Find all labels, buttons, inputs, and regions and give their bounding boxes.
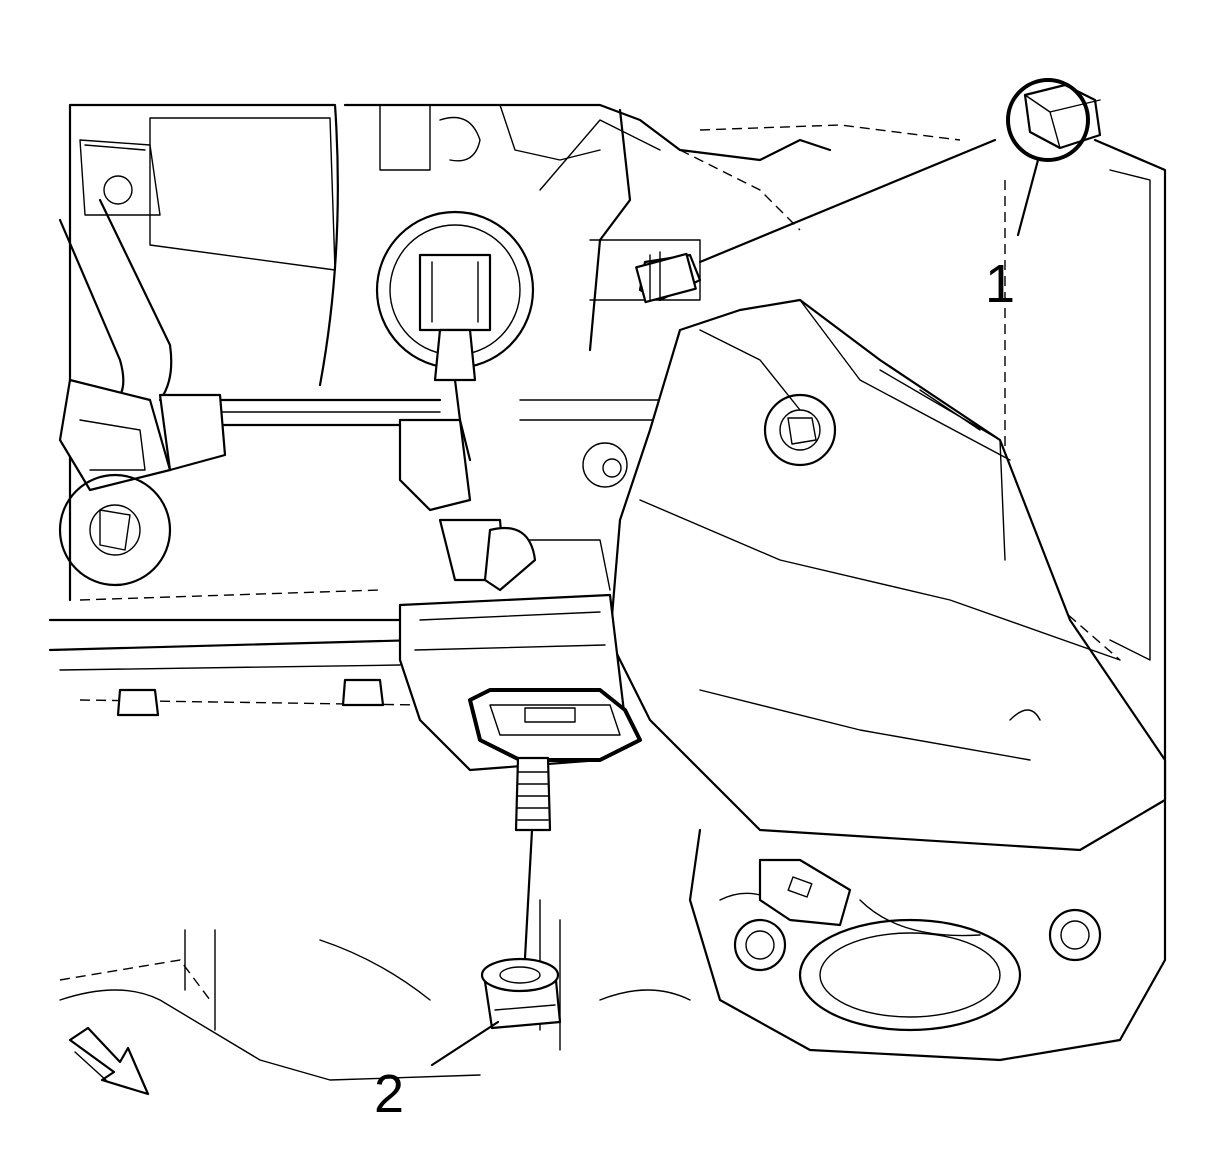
exhaust-heat-shield: [608, 298, 1167, 852]
exhaust-flange: [688, 828, 1167, 1062]
fastener-2-nut: [480, 957, 562, 1030]
engine-block-outline: [48, 103, 1167, 902]
callout-label-1: 1: [985, 254, 1015, 314]
lower-housing-outline: [59, 678, 691, 1081]
leader-lines: [430, 138, 1040, 1067]
knock-sensor: [468, 688, 642, 832]
fastener-1-bolt: [635, 78, 1102, 304]
callout-label-2: 2: [374, 1064, 404, 1124]
front-direction-arrow-icon: [68, 1026, 150, 1096]
